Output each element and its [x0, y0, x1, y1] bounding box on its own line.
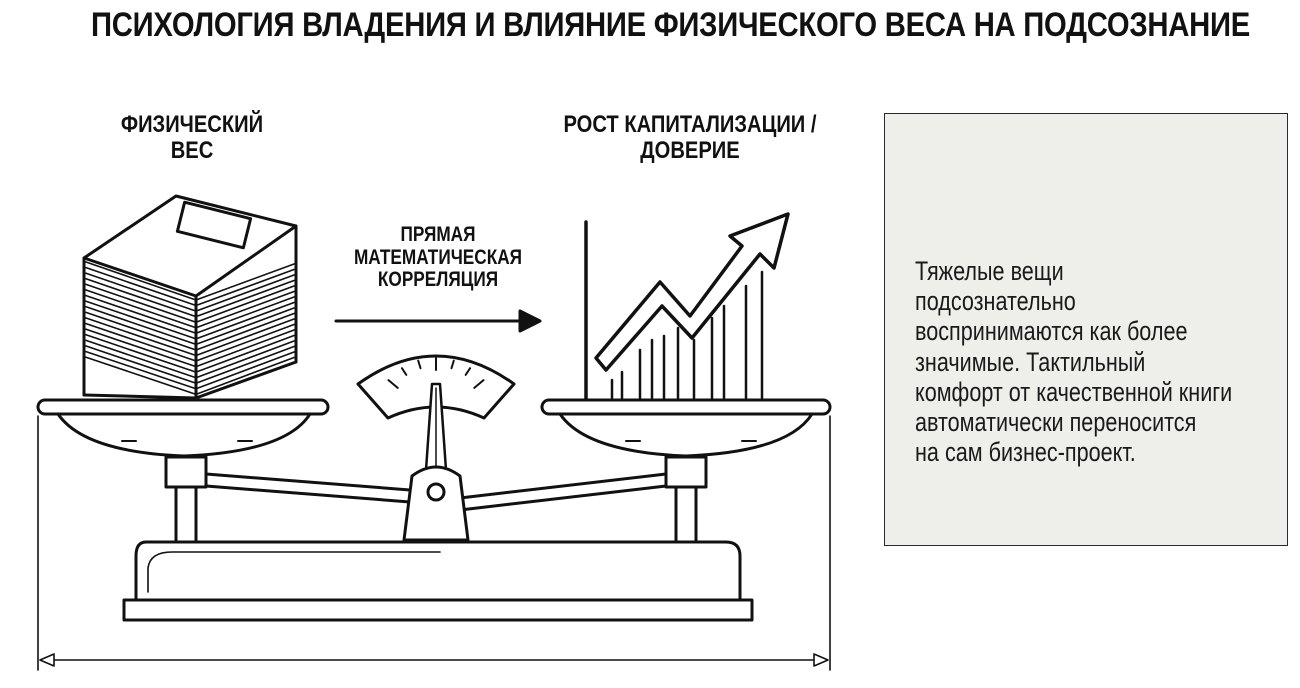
correlation-label-line-2: МАТЕМАТИЧЕСКАЯ [353, 245, 523, 269]
scale-gauge-icon [356, 354, 516, 542]
note-line-7: на сам бизнес-проект. [915, 437, 1136, 468]
correlation-label-line-1: ПРЯМАЯ [400, 223, 476, 246]
explanation-note-text: Тяжелые вещи подсознательно воспринимают… [915, 256, 1283, 468]
physical-weight-label-line-2: ВЕС [170, 136, 214, 164]
capitalization-growth-label-line-1: РОСТ КАПИТАЛИЗАЦИИ / [563, 111, 817, 138]
width-dimension-line [37, 415, 831, 671]
left-pan [36, 398, 330, 458]
note-line-2: подсознательно [915, 286, 1076, 317]
capitalization-growth-label: РОСТ КАПИТАЛИЗАЦИИ / ДОВЕРИЕ [547, 112, 833, 164]
physical-weight-label-line-1: ФИЗИЧЕСКИЙ [120, 111, 264, 138]
book-stack-icon [82, 194, 298, 400]
correlation-label: ПРЯМАЯ МАТЕМАТИЧЕСКАЯ КОРРЕЛЯЦИЯ [340, 223, 537, 292]
note-line-4: значимые. Тактильный [915, 346, 1146, 377]
growth-chart-icon [584, 212, 790, 402]
scale-base [122, 540, 754, 622]
note-line-3: воспринимаются как более [915, 316, 1188, 347]
growth-bars [610, 270, 764, 400]
right-pan [540, 398, 832, 458]
scale-beam [164, 455, 708, 544]
correlation-arrow-icon [334, 309, 542, 333]
note-line-6: автоматически переносится [915, 407, 1197, 438]
note-line-1: Тяжелые вещи [915, 256, 1064, 286]
diagram-title: ПСИХОЛОГИЯ ВЛАДЕНИЯ И ВЛИЯНИЕ ФИЗИЧЕСКОГ… [91, 6, 1250, 44]
capitalization-growth-label-line-2: ДОВЕРИЕ [640, 136, 740, 164]
explanation-note-box [884, 113, 1288, 546]
note-line-5: комфорт от качественной книги [915, 376, 1233, 407]
correlation-label-line-3: КОРРЕЛЯЦИЯ [377, 268, 499, 292]
physical-weight-label: ФИЗИЧЕСКИЙ ВЕС [108, 112, 276, 164]
